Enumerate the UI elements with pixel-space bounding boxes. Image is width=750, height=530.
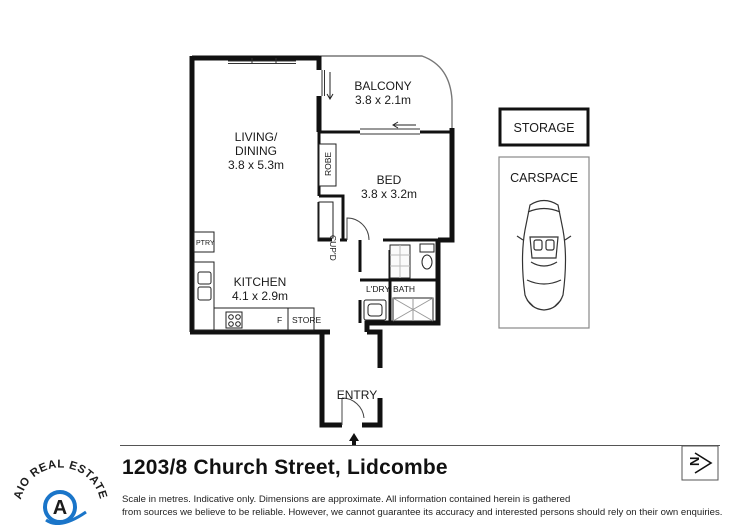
living-name-2: DINING — [235, 144, 277, 158]
disclaimer-line-2: from sources we believe to be reliable. … — [122, 506, 723, 518]
cooktop — [225, 311, 243, 329]
pantry-label: PTRY — [196, 240, 215, 247]
kitchen-name: KITCHEN — [234, 275, 287, 289]
logo-swoosh — [45, 510, 87, 525]
property-address: 1203/8 Church Street, Lidcombe — [122, 456, 448, 479]
bed-name: BED — [377, 173, 402, 187]
footer-divider — [120, 445, 720, 446]
living-name-1: LIVING/ — [235, 130, 278, 144]
logo-mark: A — [53, 497, 67, 519]
exterior-walls — [189, 55, 455, 428]
cupboard-cabinet — [318, 201, 334, 239]
laundry-label: L'DRY — [366, 284, 390, 294]
north-compass-icon: N — [681, 445, 719, 481]
cupd-label: CUP'D — [328, 235, 338, 261]
sliding-door-arrows — [326, 72, 416, 129]
north-label: N — [687, 457, 702, 466]
windows — [228, 58, 420, 135]
floor-plan: ROBE CUP'D PTRY F STORE L'DRY BA — [189, 55, 590, 445]
robe-cabinet — [318, 143, 337, 187]
bathroom-fixtures — [363, 243, 435, 322]
aio-logo: AIO REAL ESTATE A — [12, 458, 108, 525]
bed-dims: 3.8 x 3.2m — [361, 187, 417, 201]
store-label: STORE — [292, 315, 321, 325]
kitchen-dims: 4.1 x 2.9m — [232, 289, 288, 303]
carspace-label: CARSPACE — [510, 171, 578, 185]
pantry-cabinet — [193, 231, 215, 253]
storage-box — [498, 107, 590, 147]
balcony-name: BALCONY — [354, 79, 411, 93]
disclaimer: Scale in metres. Indicative only. Dimens… — [122, 494, 722, 519]
living-dims: 3.8 x 5.3m — [228, 158, 284, 172]
bath-label: BATH — [393, 284, 415, 294]
interior-walls — [317, 130, 452, 323]
balcony-outline — [319, 55, 453, 128]
entry-arrow-icon — [349, 433, 359, 445]
kitchen-counter — [193, 261, 315, 331]
carspace-box — [498, 156, 590, 329]
entry-name: ENTRY — [337, 388, 377, 402]
balcony-dims: 3.8 x 2.1m — [355, 93, 411, 107]
fridge-label: F — [277, 315, 282, 325]
storage-label: STORAGE — [514, 121, 575, 135]
disclaimer-line-1: Scale in metres. Indicative only. Dimens… — [122, 494, 571, 505]
car-icon — [516, 199, 572, 311]
door-swings — [341, 217, 370, 425]
robe-label: ROBE — [323, 152, 333, 176]
